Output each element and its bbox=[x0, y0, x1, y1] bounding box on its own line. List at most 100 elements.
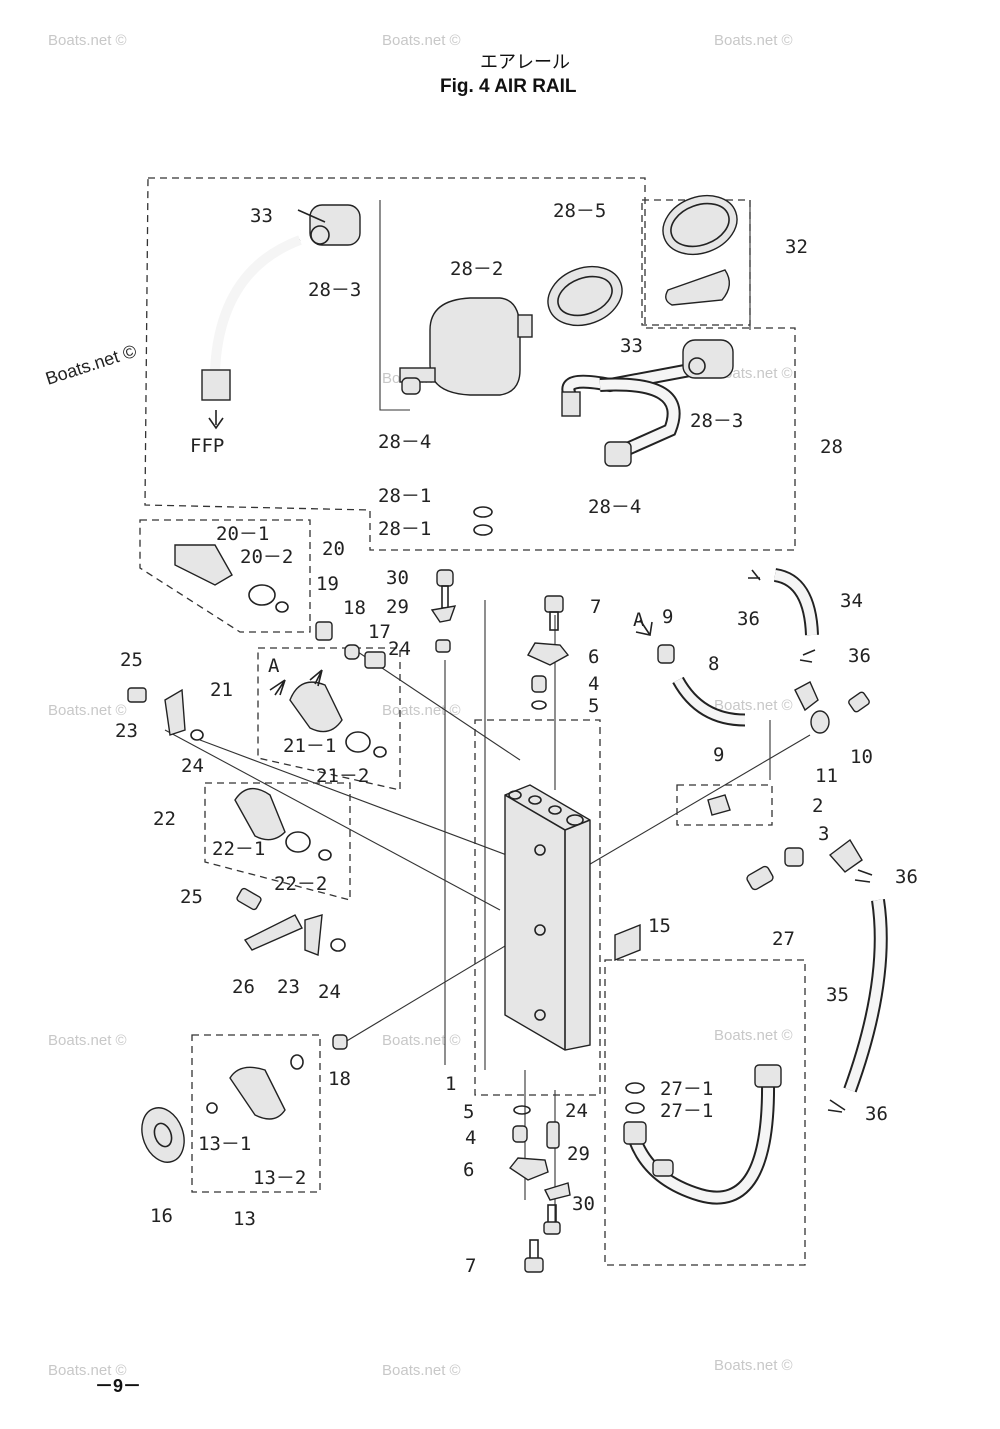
ffp-label: FFP bbox=[190, 435, 224, 457]
part-label: 4 bbox=[465, 1127, 476, 1149]
part-label: 24 bbox=[388, 638, 411, 660]
part-label: 24 bbox=[181, 755, 204, 777]
part-label: 33 bbox=[620, 335, 643, 357]
watermark-prominent: Boats.net © bbox=[43, 341, 139, 389]
watermark: Boats.net © bbox=[48, 1362, 127, 1379]
part-label: 13－1 bbox=[198, 1133, 251, 1155]
part-label: 25 bbox=[120, 649, 143, 671]
part-label: 36 bbox=[895, 866, 918, 888]
part-label: 21 bbox=[210, 679, 233, 701]
part-label: 20－2 bbox=[240, 546, 293, 568]
part-label: 5 bbox=[588, 695, 599, 717]
part-label: 34 bbox=[840, 590, 863, 612]
nut-3 bbox=[784, 847, 804, 867]
part-label: 27 bbox=[772, 928, 795, 950]
part-label: 30 bbox=[572, 1193, 595, 1215]
part-label: 6 bbox=[588, 646, 599, 668]
part-label: 27－1 bbox=[660, 1100, 713, 1122]
part-label: 3 bbox=[818, 823, 829, 845]
part-label: 36 bbox=[865, 1103, 888, 1125]
part-label: 20－1 bbox=[216, 523, 269, 545]
part-label: 36 bbox=[848, 645, 871, 667]
arrow-a-label: A bbox=[268, 655, 280, 677]
watermark: Boats.net © bbox=[382, 702, 461, 719]
pressure-regulator bbox=[399, 297, 533, 396]
part-label: 7 bbox=[590, 596, 601, 618]
sensor-13 bbox=[206, 1034, 348, 1120]
part-label: 35 bbox=[826, 984, 849, 1006]
part-label: 25 bbox=[180, 886, 203, 908]
part-label: 20 bbox=[322, 538, 345, 560]
watermark: Boats.net © bbox=[48, 702, 127, 719]
part-label: 28 bbox=[820, 436, 843, 458]
part-label: 21－1 bbox=[283, 735, 336, 757]
watermark: Boats.net © bbox=[714, 365, 793, 382]
part-label: 22－2 bbox=[274, 873, 327, 895]
part-label: 13 bbox=[233, 1208, 256, 1230]
watermark: Boats.net © bbox=[714, 1027, 793, 1044]
watermark: Boats.net © bbox=[382, 1032, 461, 1049]
watermark: Boats.net © bbox=[382, 32, 461, 49]
part-label: 28－1 bbox=[378, 518, 431, 540]
part-label: 8 bbox=[708, 653, 719, 675]
group-22-outline bbox=[204, 782, 351, 901]
part-label: 32 bbox=[785, 236, 808, 258]
part-label: 29 bbox=[567, 1143, 590, 1165]
valve-20 bbox=[174, 544, 289, 613]
bracket-32 bbox=[662, 194, 738, 306]
watermark: Boats.net © bbox=[382, 1362, 461, 1379]
part-label: 24 bbox=[565, 1100, 588, 1122]
group-9-outline bbox=[676, 784, 773, 826]
part-label: 21－2 bbox=[316, 765, 369, 787]
watermark: Boats.net © bbox=[48, 32, 127, 49]
group-27-outline bbox=[604, 959, 806, 1266]
grommet-16 bbox=[141, 1107, 185, 1163]
part-label: 33 bbox=[250, 205, 273, 227]
valve-22 bbox=[234, 787, 332, 861]
o-ring-28-1 bbox=[473, 506, 493, 518]
part-label: 22 bbox=[153, 808, 176, 830]
collar-18 bbox=[344, 644, 360, 660]
part-label: 28－3 bbox=[690, 410, 743, 432]
part-label: 9 bbox=[662, 606, 673, 628]
part-label: 28－5 bbox=[553, 200, 606, 222]
part-label: 28－4 bbox=[588, 496, 641, 518]
bracket-assembly-23 bbox=[127, 687, 204, 741]
hose-fitting bbox=[201, 369, 231, 401]
ffp-hose bbox=[201, 235, 302, 430]
group-20-outline bbox=[139, 519, 311, 633]
part-label: 4 bbox=[588, 673, 599, 695]
diagram-title-japanese: エアレール bbox=[480, 52, 570, 73]
diagram-title: Fig. 4 AIR RAIL bbox=[440, 76, 577, 97]
part-label: 10 bbox=[850, 746, 873, 768]
arrow-a-label: A bbox=[633, 609, 645, 631]
hose-27 bbox=[623, 1064, 782, 1205]
group-28-outline bbox=[144, 177, 796, 551]
part-label: 9 bbox=[713, 744, 724, 766]
cap-assembly-bottom bbox=[508, 1105, 571, 1273]
part-label: 27－1 bbox=[660, 1078, 713, 1100]
part-label: 23 bbox=[115, 720, 138, 742]
watermark: Boats.net © bbox=[714, 32, 793, 49]
watermark: Boats.net © bbox=[714, 1357, 793, 1374]
nipple-17 bbox=[364, 651, 386, 669]
part-label: 1 bbox=[445, 1073, 456, 1095]
cap-assembly-top bbox=[527, 595, 570, 710]
part-label: 7 bbox=[465, 1255, 476, 1277]
elbow-hose-8 bbox=[635, 619, 746, 727]
fitting-19 bbox=[315, 621, 333, 641]
air-rail-body bbox=[504, 784, 591, 1051]
group-13-outline bbox=[191, 1034, 321, 1193]
clamp-28-3-top bbox=[297, 204, 361, 246]
part-label: 24 bbox=[318, 981, 341, 1003]
part-label: 2 bbox=[812, 795, 823, 817]
o-ring-28-1 bbox=[473, 524, 493, 536]
part-label: 16 bbox=[150, 1205, 173, 1227]
part-label: 11 bbox=[815, 765, 838, 787]
fitting-10-11 bbox=[794, 681, 870, 734]
ffp-arrow-icon bbox=[208, 410, 224, 430]
part-label: 28－2 bbox=[450, 258, 503, 280]
part-label: 15 bbox=[648, 915, 671, 937]
